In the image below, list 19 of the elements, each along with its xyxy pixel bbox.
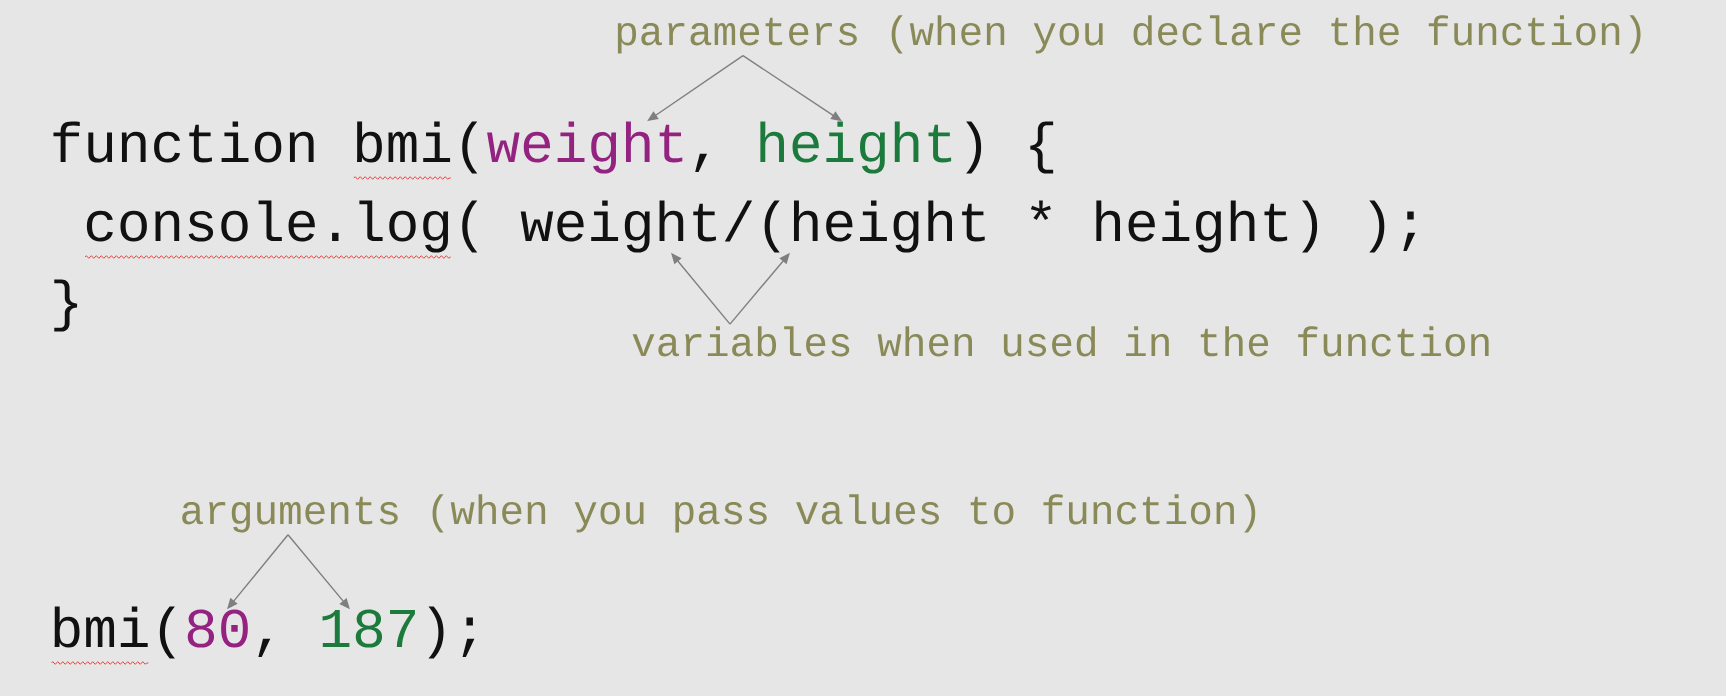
code-text: bmi( [54, 606, 175, 659]
code-text: weight [487, 121, 683, 174]
code-text: 187 [322, 609, 415, 648]
code-text: * height) ); [1030, 200, 1416, 253]
code-text: ); [428, 606, 475, 659]
code-text: , [695, 153, 708, 172]
code-text: function bmi( [53, 121, 478, 174]
code-text: height [794, 200, 985, 253]
code-text: } [54, 279, 78, 332]
annotation-text: parameters (when you declare the function) [617, 15, 1641, 54]
code-text: ) { [966, 121, 1054, 174]
annotation-text: arguments (when you pass values to function) [182, 494, 1256, 533]
code-text: weight [520, 200, 716, 253]
code-text: /( [724, 200, 780, 253]
code-text: , [258, 638, 271, 657]
code-text: 80 [187, 609, 248, 648]
code-text: height [760, 121, 952, 174]
code-text: console.log( [86, 200, 478, 253]
annotation-text: variables when used in the function [632, 326, 1489, 357]
